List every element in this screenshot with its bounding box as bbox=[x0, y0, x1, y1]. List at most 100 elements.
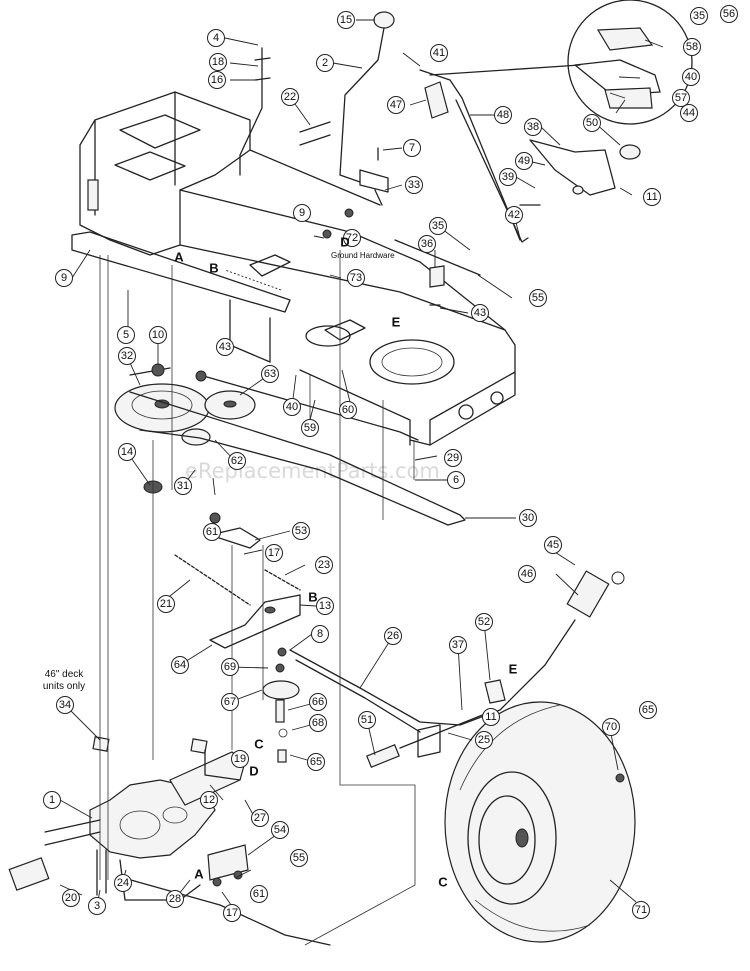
callout-35a: 35 bbox=[429, 217, 447, 235]
callout-15: 15 bbox=[337, 11, 355, 29]
svg-text:21: 21 bbox=[160, 598, 172, 610]
callout-42: 42 bbox=[505, 206, 523, 224]
idler-bracket-assembly bbox=[174, 512, 301, 763]
svg-text:18: 18 bbox=[212, 56, 224, 68]
callout-61b: 61 bbox=[250, 885, 268, 903]
callout-9a: 9 bbox=[55, 269, 73, 287]
callout-39: 39 bbox=[499, 168, 517, 186]
callout-58: 58 bbox=[683, 38, 701, 56]
callout-3: 3 bbox=[88, 897, 106, 915]
callout-32: 32 bbox=[118, 347, 136, 365]
callout-72: 72 bbox=[343, 229, 361, 247]
callout-8: 8 bbox=[311, 625, 329, 643]
svg-text:55: 55 bbox=[293, 852, 305, 864]
svg-text:14: 14 bbox=[121, 446, 133, 458]
svg-text:34: 34 bbox=[59, 699, 71, 711]
svg-text:36: 36 bbox=[421, 238, 433, 250]
callout-71: 71 bbox=[632, 901, 650, 919]
callout-52: 52 bbox=[475, 613, 493, 631]
transaxle bbox=[8, 736, 331, 946]
svg-text:48: 48 bbox=[497, 109, 509, 121]
letter-c-wheel: C bbox=[438, 875, 448, 890]
pulley-belt-assembly bbox=[114, 363, 466, 526]
svg-text:32: 32 bbox=[121, 350, 133, 362]
svg-text:62: 62 bbox=[231, 455, 243, 467]
callout-5: 5 bbox=[117, 326, 135, 344]
svg-text:49: 49 bbox=[518, 155, 530, 167]
svg-text:12: 12 bbox=[203, 794, 215, 806]
svg-text:40: 40 bbox=[286, 401, 298, 413]
svg-text:59: 59 bbox=[304, 422, 316, 434]
letter-e: E bbox=[392, 315, 401, 330]
callout-18: 18 bbox=[209, 53, 227, 71]
callout-11b: 11 bbox=[482, 708, 500, 726]
right-linkage bbox=[394, 69, 641, 306]
callout-7: 7 bbox=[403, 139, 421, 157]
callout-20: 20 bbox=[62, 889, 80, 907]
callout-31: 31 bbox=[174, 477, 192, 495]
callout-64: 64 bbox=[171, 656, 189, 674]
svg-text:72: 72 bbox=[346, 232, 358, 244]
part-callouts: 1 2 3 4 5 6 7 8 9 9 10 11 11 12 13 14 15… bbox=[43, 5, 738, 922]
callout-43b: 43 bbox=[471, 304, 489, 322]
svg-text:9: 9 bbox=[299, 207, 305, 219]
callout-2: 2 bbox=[316, 54, 334, 72]
svg-text:35: 35 bbox=[693, 10, 705, 22]
svg-text:8: 8 bbox=[317, 628, 323, 640]
callout-26: 26 bbox=[384, 627, 402, 645]
svg-text:6: 6 bbox=[453, 474, 459, 486]
callout-51: 51 bbox=[358, 711, 376, 729]
svg-text:52: 52 bbox=[478, 616, 490, 628]
callout-69: 69 bbox=[221, 658, 239, 676]
callout-65b: 65 bbox=[639, 701, 657, 719]
svg-text:56: 56 bbox=[723, 8, 735, 20]
callout-17a: 17 bbox=[265, 544, 283, 562]
svg-text:67: 67 bbox=[224, 696, 236, 708]
svg-text:54: 54 bbox=[274, 824, 286, 836]
rear-wheel bbox=[444, 701, 636, 943]
callout-28: 28 bbox=[166, 890, 184, 908]
callout-48: 48 bbox=[494, 106, 512, 124]
callout-65a: 65 bbox=[307, 753, 325, 771]
svg-text:35: 35 bbox=[432, 220, 444, 232]
svg-text:51: 51 bbox=[361, 714, 373, 726]
svg-text:10: 10 bbox=[152, 329, 164, 341]
callout-10: 10 bbox=[149, 326, 167, 344]
callout-70: 70 bbox=[602, 718, 620, 736]
svg-text:43: 43 bbox=[474, 307, 486, 319]
callout-34: 34 bbox=[56, 696, 74, 714]
svg-text:42: 42 bbox=[508, 209, 520, 221]
alignment-lines bbox=[99, 250, 416, 946]
svg-text:65: 65 bbox=[310, 756, 322, 768]
svg-text:15: 15 bbox=[340, 14, 352, 26]
letter-c: C bbox=[254, 737, 264, 752]
svg-text:29: 29 bbox=[447, 452, 459, 464]
callout-57: 57 bbox=[672, 89, 690, 107]
letter-a: A bbox=[174, 250, 184, 265]
ground-hardware-note: Ground Hardware bbox=[331, 251, 395, 260]
callout-35b: 35 bbox=[690, 7, 708, 25]
callout-36: 36 bbox=[418, 235, 436, 253]
svg-text:61: 61 bbox=[206, 526, 218, 538]
callout-59: 59 bbox=[301, 419, 319, 437]
callout-55b: 55 bbox=[290, 849, 308, 867]
callout-17b: 17 bbox=[223, 904, 241, 922]
callout-68: 68 bbox=[309, 714, 327, 732]
svg-text:3: 3 bbox=[94, 900, 100, 912]
svg-text:26: 26 bbox=[387, 630, 399, 642]
svg-text:43: 43 bbox=[219, 341, 231, 353]
svg-text:1: 1 bbox=[49, 794, 55, 806]
callout-40b: 40 bbox=[682, 68, 700, 86]
svg-text:73: 73 bbox=[350, 272, 362, 284]
callout-27: 27 bbox=[251, 809, 269, 827]
svg-text:61: 61 bbox=[253, 888, 265, 900]
deck-note-line2: units only bbox=[43, 681, 85, 692]
svg-text:9: 9 bbox=[61, 272, 67, 284]
callout-23: 23 bbox=[315, 556, 333, 574]
callout-67: 67 bbox=[221, 693, 239, 711]
callout-46: 46 bbox=[518, 565, 536, 583]
svg-text:24: 24 bbox=[117, 877, 129, 889]
inset-detail bbox=[429, 0, 693, 125]
letter-b-lower: B bbox=[308, 590, 317, 605]
callout-61a: 61 bbox=[203, 523, 221, 541]
